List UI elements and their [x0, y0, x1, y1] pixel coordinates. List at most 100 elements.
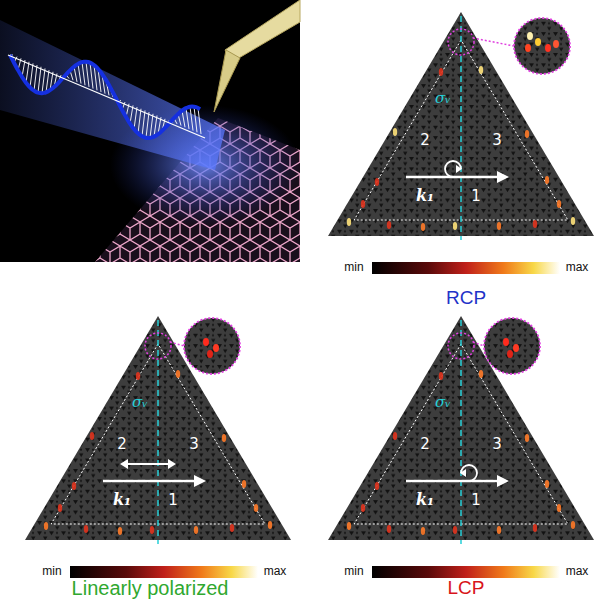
hot-spot — [268, 521, 272, 529]
hot-spot — [194, 526, 198, 534]
wavevector-arrow — [406, 480, 499, 483]
fan-line — [42, 68, 45, 93]
hot-spot — [421, 527, 425, 535]
fan-line — [198, 108, 201, 134]
rotation-symbol — [461, 465, 477, 481]
fan-line — [74, 67, 77, 82]
sector-number: 2 — [420, 436, 430, 453]
wavevector-label: k₁ — [113, 491, 131, 509]
sector-number: 3 — [492, 436, 502, 453]
hot-spot — [439, 372, 443, 380]
polarization-caption: RCP — [446, 288, 486, 309]
scale-max: max — [264, 565, 287, 578]
triangle-sample — [328, 316, 594, 540]
fan-line — [82, 62, 85, 85]
polarization-arrow — [126, 463, 170, 465]
hot-spot — [361, 504, 365, 512]
hot-spot — [387, 525, 391, 533]
hot-spot — [393, 432, 397, 440]
afm-tip — [214, 50, 240, 112]
arrow-head — [497, 171, 509, 183]
hot-spot — [203, 338, 209, 346]
scale-min: min — [42, 565, 61, 578]
hot-spot — [375, 482, 379, 490]
hot-spot — [479, 66, 483, 74]
triangle-sample — [328, 12, 594, 236]
hot-spot — [545, 176, 549, 184]
hot-spot — [545, 44, 551, 52]
illustration-ground — [0, 0, 300, 262]
hot-spot — [58, 504, 62, 512]
sector-number: 1 — [471, 492, 481, 509]
fan-line — [38, 67, 41, 93]
hot-spot — [439, 68, 443, 76]
hot-spot — [545, 480, 549, 488]
hot-spot — [136, 372, 140, 380]
hot-spot — [421, 223, 425, 231]
illustration — [0, 0, 300, 262]
fan-line — [30, 63, 33, 87]
hot-spot — [497, 526, 501, 534]
fan-line — [134, 107, 137, 129]
zoom-leader — [473, 342, 484, 346]
color-bar — [372, 262, 560, 274]
symmetry-label: σᵥ — [435, 394, 451, 411]
arrow-head — [497, 475, 509, 487]
zoom-leader — [473, 38, 514, 46]
hot-spot — [453, 222, 457, 230]
arrow-head — [120, 459, 176, 469]
sector-number: 1 — [471, 188, 481, 205]
fan-line — [34, 65, 37, 91]
hot-spot — [527, 32, 533, 40]
symmetry-label: σᵥ — [435, 90, 451, 107]
hot-spot — [571, 521, 575, 529]
sector-number: 2 — [420, 132, 430, 149]
hot-spot — [207, 350, 213, 358]
color-bar — [372, 566, 560, 578]
fan-line — [90, 63, 93, 89]
hot-spot — [44, 522, 48, 530]
hot-spot — [150, 526, 154, 534]
hot-spot — [497, 222, 501, 230]
hot-spot — [525, 44, 531, 52]
hot-spot — [557, 504, 561, 512]
hot-spot — [72, 482, 76, 490]
hot-spot — [347, 218, 351, 226]
hot-spot — [453, 526, 457, 534]
polarization-caption: Linearly polarized — [72, 577, 229, 599]
polarization-caption: LCP — [448, 578, 485, 599]
hot-spot — [176, 370, 180, 378]
zoom-leader — [170, 342, 184, 346]
hot-spot — [347, 522, 351, 530]
sector-number: 3 — [189, 436, 199, 453]
zoom-inset — [484, 318, 540, 374]
zoom-inset — [514, 18, 570, 74]
fan-line — [26, 62, 29, 83]
scale-max: max — [566, 261, 589, 274]
arrow-head — [460, 469, 466, 477]
hot-spot — [242, 480, 246, 488]
hot-spot — [503, 338, 509, 346]
fan-line — [182, 111, 185, 128]
color-bar — [70, 566, 258, 578]
hot-spot — [571, 217, 575, 225]
hot-spot — [557, 200, 561, 208]
fan-line — [150, 114, 153, 138]
hot-spot — [533, 220, 537, 228]
afm-cantilever — [225, 0, 300, 62]
hot-spot — [84, 525, 88, 533]
fan-line — [142, 110, 145, 136]
hot-spot — [222, 434, 226, 442]
light-beam — [0, 20, 225, 170]
hot-spot — [118, 527, 122, 535]
fan-line — [194, 107, 197, 133]
hot-spot — [533, 524, 537, 532]
mirror-line — [157, 320, 159, 544]
hot-spot — [513, 344, 519, 352]
wavevector-label: k₁ — [416, 491, 434, 509]
zoom-marker — [145, 333, 171, 359]
arrow-head — [194, 475, 206, 487]
wavevector-arrow — [103, 480, 196, 483]
